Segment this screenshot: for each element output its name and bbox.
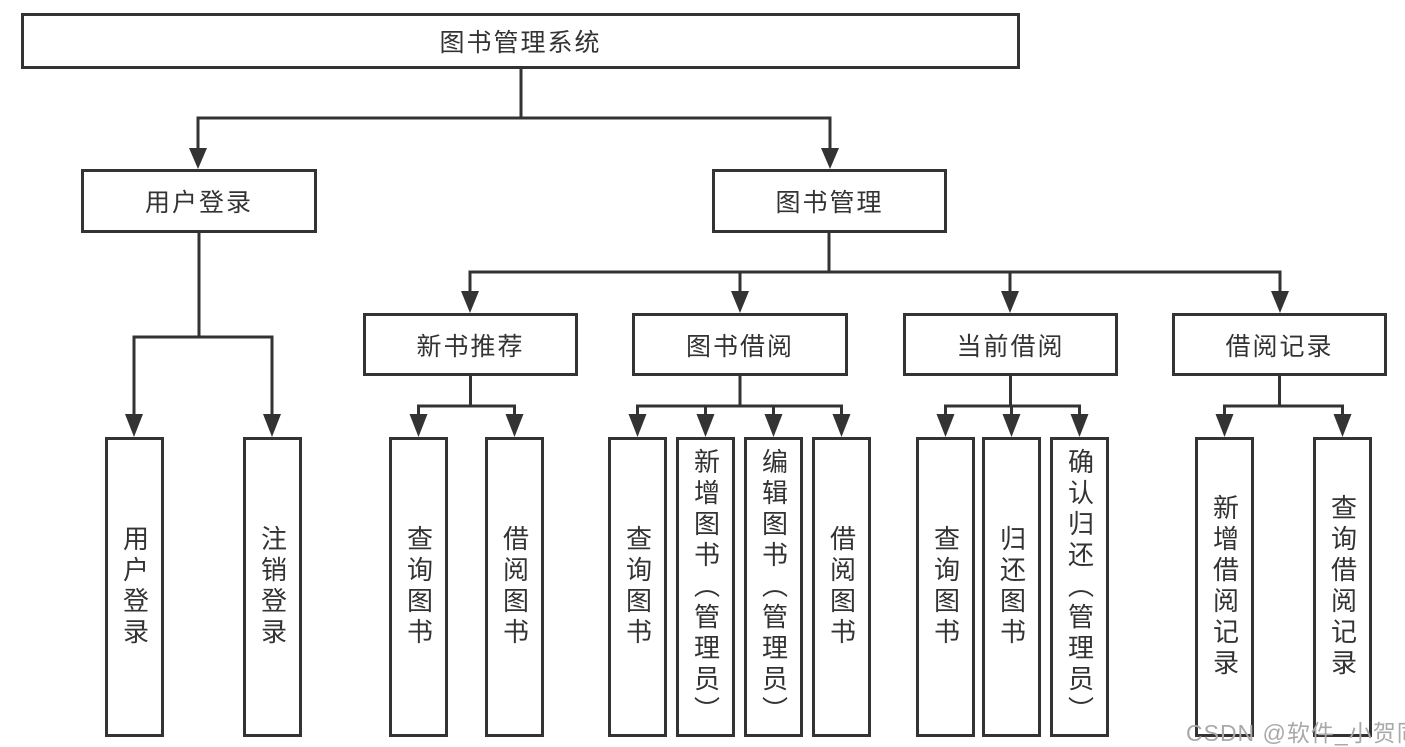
leaf-borrow-books: 借阅图书 <box>812 437 871 737</box>
leaf-query-books-recommend: 查询图书 <box>389 437 448 737</box>
node-root-label: 图书管理系统 <box>439 29 602 57</box>
leaf-add-borrow-record-label: 新增借阅记录 <box>1209 494 1240 680</box>
leaf-add-book-admin: 新增图书（管理员） <box>676 437 735 737</box>
leaf-borrow-books-label: 借阅图书 <box>826 525 857 649</box>
node-book-management: 图书管理 <box>712 169 947 233</box>
leaf-query-books-recommend-label: 查询图书 <box>403 525 434 649</box>
connector-edges <box>132 69 1344 416</box>
leaf-edit-book-admin: 编辑图书（管理员） <box>744 437 803 737</box>
leaf-query-books-current-label: 查询图书 <box>930 525 961 649</box>
node-new-book-recommend: 新书推荐 <box>363 313 578 376</box>
leaf-edit-book-admin-label: 编辑图书（管理员） <box>758 447 789 727</box>
leaf-user-login-label: 用户登录 <box>119 525 150 649</box>
leaf-query-books-borrow-label: 查询图书 <box>622 525 653 649</box>
csdn-watermark: CSDN @软件_小贺同学 <box>1186 720 1405 746</box>
leaf-confirm-return-admin: 确认归还（管理员） <box>1050 437 1109 737</box>
leaf-return-book-label: 归还图书 <box>996 525 1027 649</box>
leaf-return-book: 归还图书 <box>982 437 1041 737</box>
leaf-logout: 注销登录 <box>243 437 302 737</box>
node-book-borrow-label: 图书借阅 <box>685 332 794 361</box>
leaf-query-borrow-record: 查询借阅记录 <box>1313 437 1372 737</box>
leaf-borrow-books-recommend-label: 借阅图书 <box>499 525 530 649</box>
node-borrow-records: 借阅记录 <box>1172 313 1387 376</box>
leaf-user-login: 用户登录 <box>105 437 164 737</box>
leaf-query-books-current: 查询图书 <box>916 437 975 737</box>
node-new-book-recommend-label: 新书推荐 <box>416 332 525 361</box>
node-book-management-label: 图书管理 <box>775 189 884 217</box>
node-user-login: 用户登录 <box>81 169 317 233</box>
leaf-add-borrow-record: 新增借阅记录 <box>1195 437 1254 737</box>
connector-arrowheads <box>125 148 1352 437</box>
node-borrow-records-label: 借阅记录 <box>1225 332 1334 361</box>
node-root-system: 图书管理系统 <box>21 13 1020 69</box>
leaf-borrow-books-recommend: 借阅图书 <box>485 437 544 737</box>
leaf-query-borrow-record-label: 查询借阅记录 <box>1327 494 1358 680</box>
leaf-add-book-admin-label: 新增图书（管理员） <box>690 447 721 727</box>
node-current-borrow: 当前借阅 <box>903 313 1118 376</box>
node-user-login-label: 用户登录 <box>144 189 253 217</box>
node-book-borrow: 图书借阅 <box>632 313 848 376</box>
node-current-borrow-label: 当前借阅 <box>956 332 1065 361</box>
leaf-query-books-borrow: 查询图书 <box>608 437 667 737</box>
leaf-confirm-return-admin-label: 确认归还（管理员） <box>1064 447 1095 727</box>
leaf-logout-label: 注销登录 <box>257 525 288 649</box>
